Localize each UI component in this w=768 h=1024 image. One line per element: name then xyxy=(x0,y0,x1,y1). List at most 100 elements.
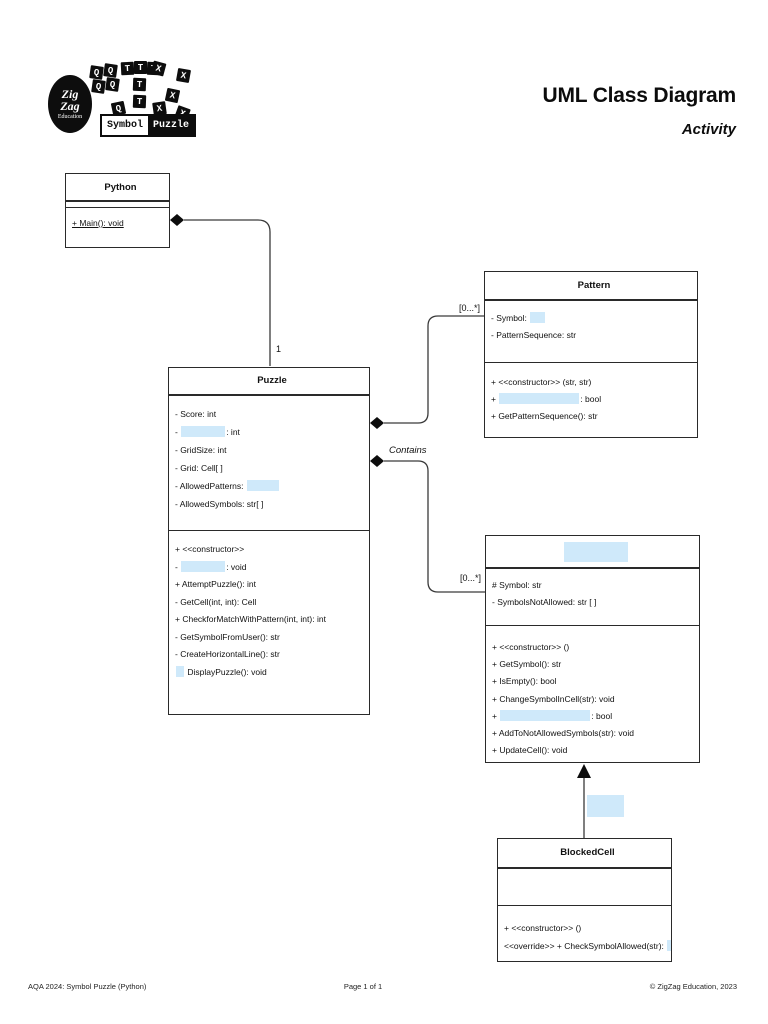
letter-tile-icon: X xyxy=(164,87,181,104)
letter-tile-icon: Q xyxy=(89,65,104,80)
member-text: + ChangeSymbolInCell(str): void xyxy=(492,693,615,704)
member-text: - xyxy=(175,561,181,572)
member-row: - GridSize: int xyxy=(169,441,369,459)
composition-diamond-icon xyxy=(370,417,384,429)
class-methods: + <<constructor>> () + GetSymbol(): str + … xyxy=(486,626,699,759)
member-row: BlockedCell xyxy=(554,848,614,858)
member-text: + <<constructor>> () xyxy=(492,642,570,652)
member-row: - Symbol: xyxy=(485,310,697,327)
class-title xyxy=(486,536,699,569)
letter-tile-icon: T xyxy=(120,61,135,76)
member-row: - AllowedPatterns: xyxy=(169,477,369,495)
member-row: - PatternSequence: str xyxy=(485,327,697,344)
class-attributes: - Score: int- : int- GridSize: int- Grid… xyxy=(169,396,369,531)
class-title: BlockedCell xyxy=(498,839,671,869)
redacted-text xyxy=(667,940,671,951)
member-row: + UpdateCell(): void xyxy=(486,742,699,759)
letter-tile-icon: Q xyxy=(105,77,120,92)
member-text: : void xyxy=(226,561,247,572)
member-text: - Symbol: xyxy=(491,313,530,323)
member-text: + AttemptPuzzle(): int xyxy=(175,579,257,589)
member-row: - SymbolsNotAllowed: str [ ] xyxy=(486,594,699,611)
member-row: + <<constructor>> (str, str) xyxy=(485,374,697,391)
class-box-python: Python + Main(): void xyxy=(65,173,170,248)
letter-tile-icon: X xyxy=(175,67,192,84)
member-row: - Score: int xyxy=(169,405,369,423)
letter-tile-icon: T xyxy=(134,61,147,74)
member-row: # Symbol: str xyxy=(486,577,699,594)
logo-text: Zig xyxy=(61,87,79,101)
member-text: + xyxy=(491,394,499,404)
member-text: + xyxy=(492,710,500,721)
member-row: - GetSymbolFromUser(): str xyxy=(169,629,369,647)
class-title: Puzzle xyxy=(169,368,369,396)
member-row: + <<constructor>> () xyxy=(486,639,699,656)
member-row: Puzzle xyxy=(251,376,287,386)
member-row: - : void xyxy=(169,559,369,577)
redacted-inheritance-label xyxy=(587,795,624,817)
redacted-text xyxy=(500,709,591,721)
member-row xyxy=(557,541,629,562)
puzzle-pattern-connector xyxy=(384,315,484,424)
member-text: - Grid: Cell[ ] xyxy=(175,463,223,473)
member-row: - CreateHorizontalLine(): str xyxy=(169,646,369,664)
letter-tile-icon: T xyxy=(132,94,147,109)
member-row: + : bool xyxy=(486,708,699,725)
member-row: - Grid: Cell[ ] xyxy=(169,459,369,477)
class-box-puzzle: Puzzle - Score: int- : int- GridSize: in… xyxy=(168,367,370,715)
member-text: Puzzle xyxy=(257,375,287,387)
class-title: Pattern xyxy=(485,272,697,301)
member-row: + CheckforMatchWithPattern(int, int): in… xyxy=(169,611,369,629)
class-box-cell-redacted-title: # Symbol: str - SymbolsNotAllowed: str [ … xyxy=(485,535,700,763)
letter-tile-icon: Q xyxy=(91,79,106,94)
redacted-text xyxy=(530,312,546,323)
class-box-pattern: Pattern - Symbol: - PatternSequence: str… xyxy=(484,271,698,438)
banner-text-puzzle: Puzzle xyxy=(148,116,195,135)
member-text: - Score: int xyxy=(175,409,217,419)
member-text: : bool xyxy=(580,394,602,404)
member-text: + UpdateCell(): void xyxy=(492,745,568,756)
member-row: - : int xyxy=(169,423,369,441)
class-methods: + <<constructor>> (str, str)+ : bool+ Ge… xyxy=(485,363,697,425)
member-row: + GetPatternSequence(): str xyxy=(485,408,697,425)
class-methods: + <<constructor>>- : void+ AttemptPuzzle… xyxy=(169,531,369,681)
member-text: + <<constructor>> () xyxy=(504,923,582,933)
member-text: - GetSymbolFromUser(): str xyxy=(175,631,280,642)
member-text: + IsEmpty(): bool xyxy=(492,676,557,687)
banner-text-symbol: Symbol xyxy=(102,116,149,135)
class-title: Python xyxy=(66,174,169,202)
class-attributes xyxy=(498,869,671,906)
multiplicity-label: 1 xyxy=(276,344,281,354)
member-text: # Symbol: str xyxy=(492,580,542,590)
redacted-text xyxy=(176,665,184,677)
association-name-label: Contains xyxy=(389,445,427,456)
member-row: + Main(): void xyxy=(66,208,169,239)
member-text: - AllowedSymbols: str[ ] xyxy=(175,499,264,509)
member-row: + : bool xyxy=(485,391,697,408)
member-row: DisplayPuzzle(): void xyxy=(169,664,369,682)
member-text: : int xyxy=(226,427,240,437)
member-text: - PatternSequence: str xyxy=(491,330,577,340)
redacted-text xyxy=(499,393,580,404)
python-puzzle-connector xyxy=(184,219,271,366)
member-text: + GetPatternSequence(): str xyxy=(491,411,598,421)
class-attributes xyxy=(66,202,169,208)
member-text: + GetSymbol(): str xyxy=(492,659,562,670)
inheritance-arrow-icon xyxy=(577,764,591,778)
member-row: + AttemptPuzzle(): int xyxy=(169,576,369,594)
zigzag-symbol-puzzle-logo: Zig Zag Education Q Q Q Q Q T T T T T X … xyxy=(40,55,200,147)
redacted-text xyxy=(181,426,226,437)
class-methods: + <<constructor>> ()<<override>> + Check… xyxy=(498,906,671,955)
footer-page-number: Page 1 of 1 xyxy=(343,982,383,991)
member-text: - CreateHorizontalLine(): str xyxy=(175,649,280,659)
member-row: + GetSymbol(): str xyxy=(486,656,699,673)
class-attributes: - Symbol: - PatternSequence: str xyxy=(485,301,697,363)
multiplicity-label: [0...*] xyxy=(460,573,481,583)
logo-text: Education xyxy=(57,114,83,120)
member-row: - AllowedSymbols: str[ ] xyxy=(169,495,369,513)
member-row: - GetCell(int, int): Cell xyxy=(169,594,369,612)
redacted-text xyxy=(181,560,226,572)
member-row: + <<constructor>> xyxy=(169,541,369,559)
member-text: - xyxy=(175,427,181,437)
